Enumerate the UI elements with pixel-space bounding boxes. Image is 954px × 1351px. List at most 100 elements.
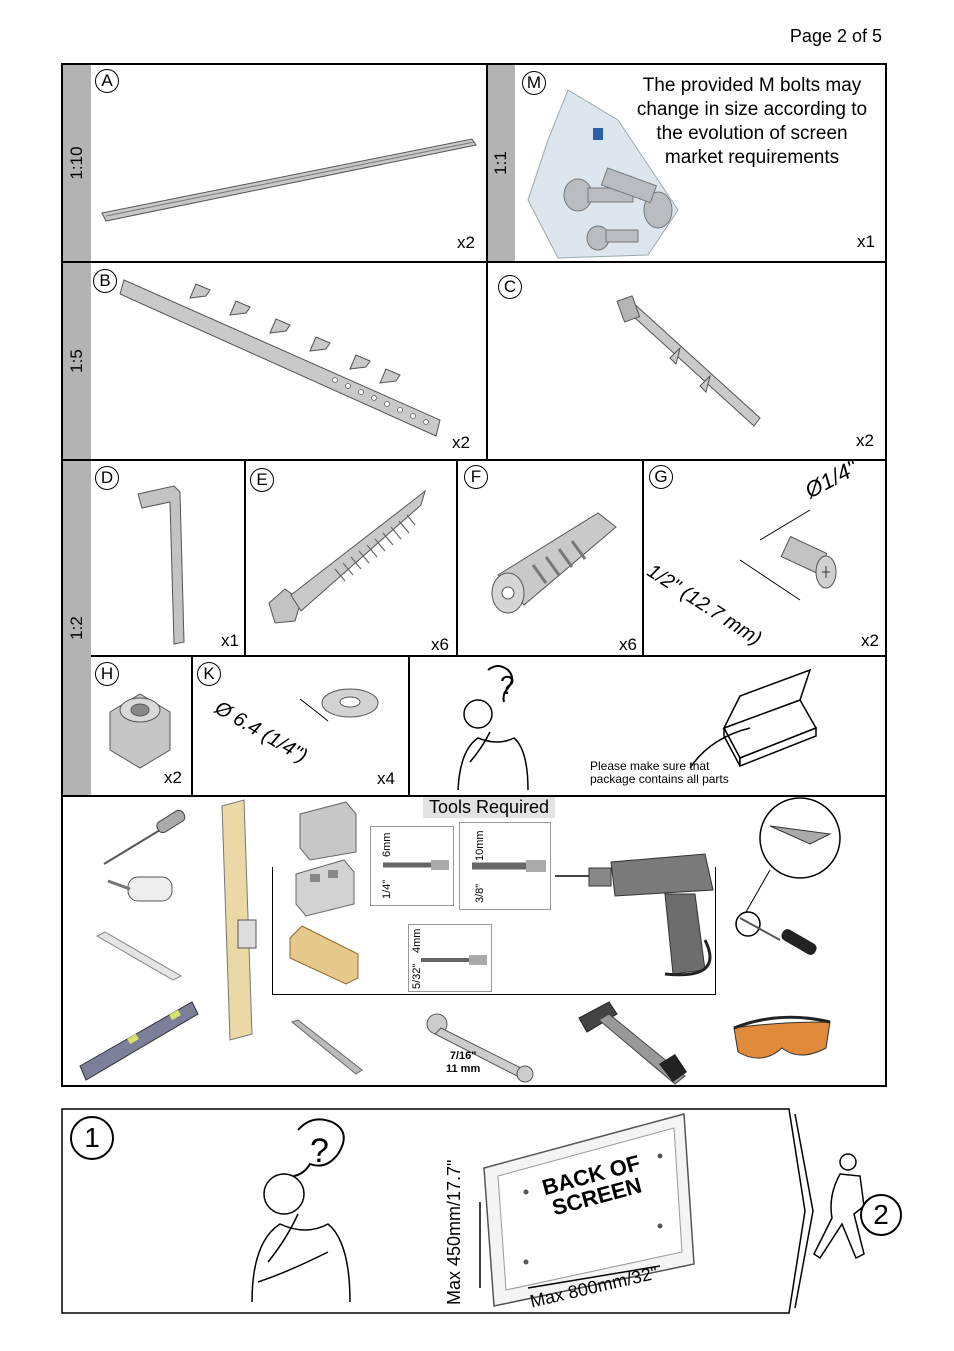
note-line: The provided M bolts may xyxy=(642,75,862,96)
part-badge-m: M xyxy=(522,71,546,95)
part-e-qty: x6 xyxy=(431,635,449,654)
part-g-qty: x2 xyxy=(861,631,879,650)
divider xyxy=(91,655,887,657)
note-line: change in size according to xyxy=(636,99,868,120)
page-number: Page 2 of 5 xyxy=(789,26,882,46)
part-badge-d: D xyxy=(95,466,119,490)
hex-key-illustration xyxy=(137,485,185,645)
part-badge-c: C xyxy=(498,275,522,299)
bit-metric-label: 10mm xyxy=(474,830,486,861)
drill-bit-icon xyxy=(383,860,449,870)
scale-label: 1:10 xyxy=(67,146,86,180)
drill-bit-icon xyxy=(472,860,546,872)
scale-label: 1:2 xyxy=(67,615,86,640)
part-badge-a: A xyxy=(95,69,119,93)
divider xyxy=(642,459,644,655)
drill-bit-6mm: 6mm 1/4" xyxy=(370,826,454,906)
divider xyxy=(408,655,410,795)
next-step-number: 2 xyxy=(860,1194,902,1236)
part-b-qty: x2 xyxy=(452,433,470,452)
bit-metric-label: 6mm xyxy=(381,832,393,857)
part-h-qty: x2 xyxy=(164,768,182,787)
divider xyxy=(63,459,887,461)
bit-imperial-label: 1/4" xyxy=(381,879,393,899)
wall-anchor-illustration xyxy=(491,512,617,614)
svg-text:?: ? xyxy=(500,670,514,700)
check-package-note: Please make sure that package contains a… xyxy=(590,760,729,786)
walking-man-icon xyxy=(813,1153,865,1260)
part-badge-h: H xyxy=(95,662,119,686)
wood-block-icon xyxy=(289,925,359,985)
bit-metric-label: 4mm xyxy=(411,928,423,953)
concrete-block-icon xyxy=(299,801,357,861)
bracket-c-illustration xyxy=(616,295,761,427)
bracket-b-illustration xyxy=(119,279,441,437)
drill-bit-icon xyxy=(421,955,487,965)
divider xyxy=(63,261,887,263)
part-f-qty: x6 xyxy=(619,635,637,654)
drill-bit-10mm: 10mm 3/8" xyxy=(459,822,551,910)
part-badge-k: K xyxy=(197,662,221,686)
part-d-qty: x1 xyxy=(221,631,239,650)
cinder-block-icon xyxy=(295,859,355,917)
step-number: 1 xyxy=(70,1116,114,1160)
max-height-label: Max 450mm/17.7" xyxy=(444,1159,464,1305)
wall-stud-icon xyxy=(221,799,257,1041)
safety-glasses-icon xyxy=(733,1015,831,1059)
divider xyxy=(244,459,246,655)
svg-text:?: ? xyxy=(310,1132,329,1170)
screwdriver-detail-icon xyxy=(735,797,841,955)
divider xyxy=(63,795,887,797)
divider xyxy=(486,65,488,459)
drill-bit-4mm: 4mm 5/32" xyxy=(408,924,492,992)
thinking-man-illustration: ? xyxy=(251,1118,351,1303)
bolt-size-note: The provided M bolts may change in size … xyxy=(622,74,882,170)
scale-bar-1-2: 1:2 xyxy=(63,460,91,795)
part-badge-e: E xyxy=(250,468,274,492)
ruler-icon xyxy=(95,931,183,981)
tape-measure-icon xyxy=(107,876,173,902)
part-badge-f: F xyxy=(464,465,488,489)
note-line: the evolution of screen xyxy=(656,123,848,144)
part-m-qty: x1 xyxy=(857,232,875,251)
wrench-size-metric: 11 mm xyxy=(446,1063,481,1075)
scale-label: 1:1 xyxy=(491,151,510,175)
bit-imperial-label: 5/32" xyxy=(411,963,423,989)
screw-g-illustration xyxy=(739,509,837,601)
divider xyxy=(456,459,458,655)
part-k-qty: x4 xyxy=(377,769,395,788)
awl-icon xyxy=(103,809,186,865)
bolt-bag-illustration xyxy=(527,89,679,259)
box-illustration xyxy=(689,668,818,769)
part-badge-g: G xyxy=(649,465,673,489)
tools-title: Tools Required xyxy=(423,797,556,818)
drill-bit-bracket xyxy=(272,867,716,995)
divider xyxy=(191,655,193,795)
part-a-qty: x2 xyxy=(457,233,475,252)
lock-nut-illustration xyxy=(109,693,171,769)
part-c-qty: x2 xyxy=(856,431,874,450)
rail-a-illustration xyxy=(101,138,477,222)
wrench-icon xyxy=(426,1013,534,1083)
note-line: package contains all parts xyxy=(590,772,729,786)
scale-bar-1-1: 1:1 xyxy=(487,65,515,261)
wrench-label: 7/16" 11 mm xyxy=(446,1050,480,1076)
hammer-icon xyxy=(578,1001,687,1085)
scale-bar-1-10: 1:10 xyxy=(63,65,91,261)
note-line: Please make sure that xyxy=(590,759,710,773)
step-1-panel xyxy=(61,1108,814,1314)
thinking-man-illustration: ? xyxy=(457,665,529,791)
scale-bar-1-5: 1:5 xyxy=(63,262,91,459)
pencil-icon xyxy=(290,1019,363,1075)
washer-illustration xyxy=(299,688,379,722)
part-badge-b: B xyxy=(93,269,117,293)
scale-label: 1:5 xyxy=(67,348,86,373)
wrench-size-imperial: 7/16" xyxy=(449,1050,477,1062)
parts-sheet xyxy=(61,63,887,1087)
bit-imperial-label: 3/8" xyxy=(474,883,486,903)
screen-back-illustration xyxy=(479,1113,695,1307)
lag-screw-illustration xyxy=(268,489,426,624)
note-line: market requirements xyxy=(664,147,840,168)
spirit-level-icon xyxy=(79,1001,199,1081)
power-drill-icon xyxy=(555,853,714,977)
